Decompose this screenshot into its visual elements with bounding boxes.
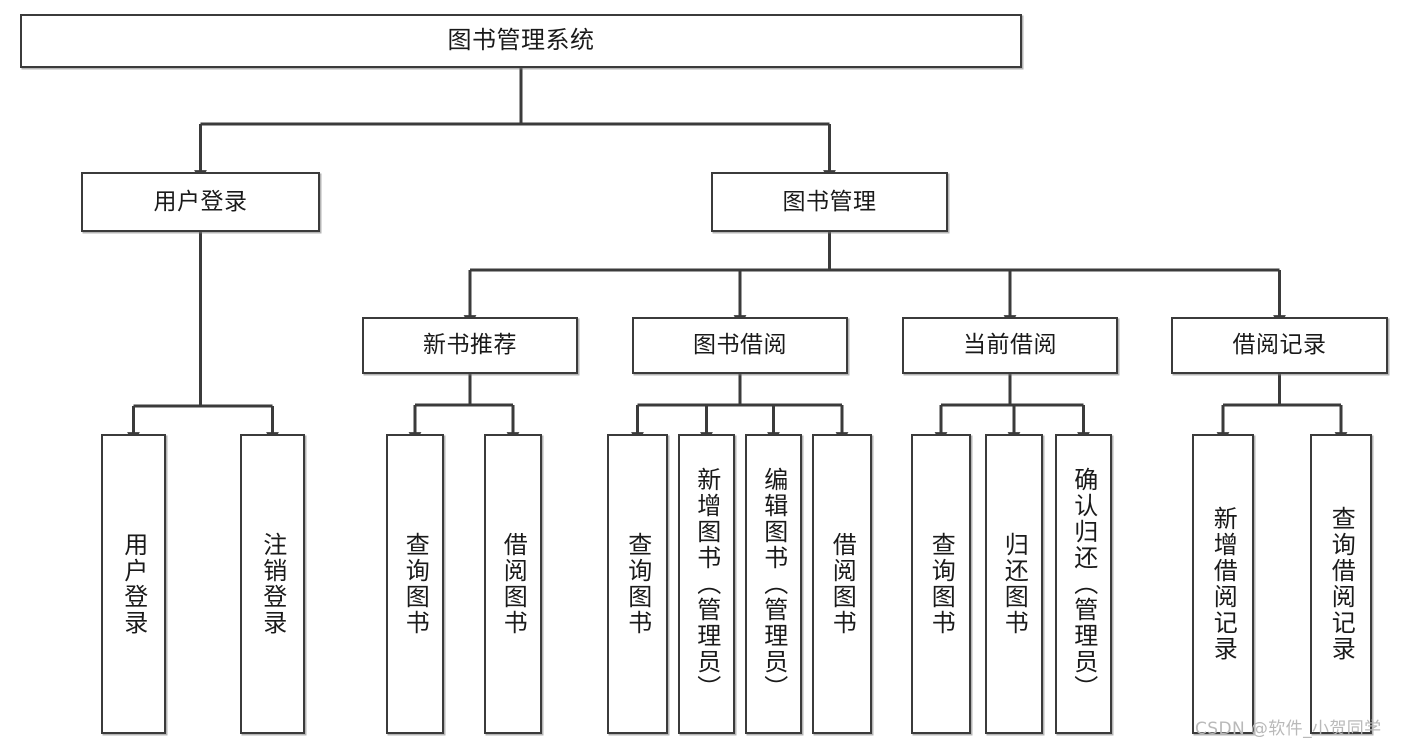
node-label: 编辑图书（管理员）	[759, 467, 788, 701]
node-leaf-borrow-book-1[interactable]: 借阅图书	[484, 434, 542, 734]
node-leaf-logout[interactable]: 注销登录	[240, 434, 305, 734]
node-user-login[interactable]: 用户登录	[81, 172, 320, 232]
node-label: 查询图书	[623, 532, 652, 636]
node-label: 确认归还（管理员）	[1069, 467, 1098, 701]
node-book-manage[interactable]: 图书管理	[711, 172, 948, 232]
node-label: 图书管理	[782, 188, 877, 215]
node-leaf-edit-book[interactable]: 编辑图书（管理员）	[745, 434, 802, 734]
node-leaf-query-record[interactable]: 查询借阅记录	[1310, 434, 1372, 734]
node-label: 借阅记录	[1232, 332, 1327, 359]
node-leaf-query-book-1[interactable]: 查询图书	[386, 434, 444, 734]
node-leaf-query-book-3[interactable]: 查询图书	[911, 434, 971, 734]
node-label: 查询图书	[401, 532, 430, 636]
node-new-book-rec[interactable]: 新书推荐	[362, 317, 578, 374]
node-leaf-add-book[interactable]: 新增图书（管理员）	[678, 434, 735, 734]
node-current-borrow[interactable]: 当前借阅	[902, 317, 1118, 374]
node-label: 新增借阅记录	[1209, 506, 1238, 662]
node-leaf-query-book-2[interactable]: 查询图书	[607, 434, 668, 734]
node-root[interactable]: 图书管理系统	[20, 14, 1022, 68]
node-leaf-confirm-return[interactable]: 确认归还（管理员）	[1055, 434, 1112, 734]
node-label: 当前借阅	[963, 332, 1057, 359]
node-label: 借阅图书	[828, 532, 857, 636]
node-label: 图书管理系统	[447, 26, 595, 55]
node-label: 查询借阅记录	[1327, 506, 1356, 662]
node-label: 新增图书（管理员）	[692, 467, 721, 701]
node-label: 查询图书	[927, 532, 956, 636]
node-label: 图书借阅	[693, 332, 787, 359]
node-leaf-add-record[interactable]: 新增借阅记录	[1192, 434, 1254, 734]
node-label: 新书推荐	[423, 332, 517, 359]
node-book-borrow[interactable]: 图书借阅	[632, 317, 848, 374]
node-leaf-return-book[interactable]: 归还图书	[985, 434, 1043, 734]
node-label: 用户登录	[153, 188, 248, 215]
node-leaf-borrow-book-2[interactable]: 借阅图书	[812, 434, 872, 734]
node-label: 归还图书	[1000, 532, 1029, 636]
node-leaf-user-login[interactable]: 用户登录	[101, 434, 166, 734]
node-borrow-record[interactable]: 借阅记录	[1171, 317, 1388, 374]
node-label: 用户登录	[119, 532, 148, 636]
node-label: 注销登录	[258, 532, 287, 636]
node-label: 借阅图书	[499, 532, 528, 636]
